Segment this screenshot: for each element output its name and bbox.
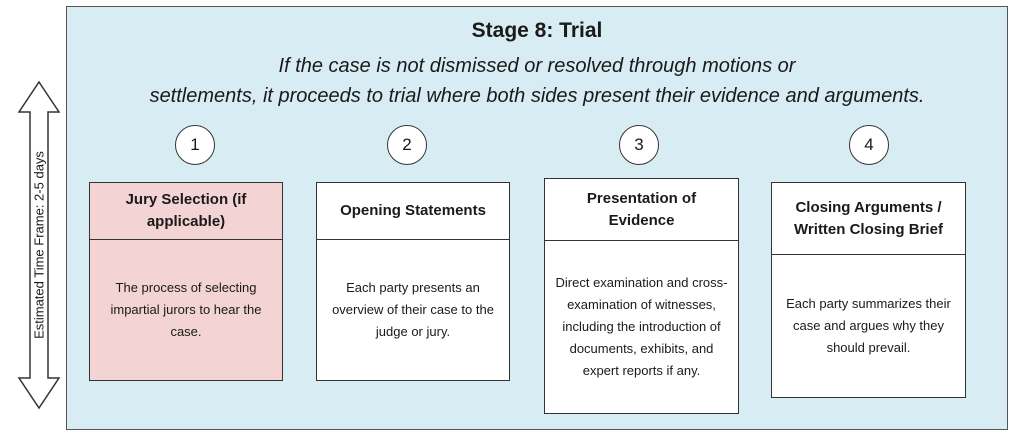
- step-4-body: Each party summarizes their case and arg…: [786, 295, 951, 355]
- step-1-title: Jury Selection (if applicable): [90, 183, 282, 240]
- step-card-closing-arguments: Closing Arguments / Written Closing Brie…: [771, 182, 966, 398]
- step-card-jury-selection: Jury Selection (if applicable) The proce…: [89, 182, 283, 381]
- step-card-presentation-of-evidence: Presentation of Evidence Direct examinat…: [544, 178, 739, 414]
- stage-title: Stage 8: Trial: [471, 19, 603, 42]
- step-2-number: 2: [387, 125, 427, 165]
- step-1-number: 1: [175, 125, 215, 165]
- stage-description-line-1: If the case is not dismissed or resolved…: [278, 55, 796, 77]
- step-2-body: Each party presents an overview of their…: [332, 279, 494, 339]
- timeframe-label: Estimated Time Frame: 2-5 days: [31, 151, 47, 339]
- step-4-title: Closing Arguments / Written Closing Brie…: [772, 183, 965, 255]
- stage-description-line-2: settlements, it proceeds to trial where …: [149, 85, 925, 107]
- stage-panel: Stage 8: Trial If the case is not dismis…: [66, 6, 1008, 430]
- step-2-title: Opening Statements: [317, 183, 509, 240]
- double-arrow-icon: [17, 80, 61, 410]
- stage-description: If the case is not dismissed or resolved…: [77, 51, 997, 111]
- step-card-opening-statements: Opening Statements Each party presents a…: [316, 182, 510, 381]
- step-3-number: 3: [619, 125, 659, 165]
- step-3-title: Presentation of Evidence: [545, 179, 738, 241]
- step-4-number: 4: [849, 125, 889, 165]
- timeframe-arrow: [14, 80, 64, 410]
- step-3-body: Direct examination and cross-examination…: [555, 274, 728, 378]
- step-1-body: The process of selecting impartial juror…: [110, 279, 262, 339]
